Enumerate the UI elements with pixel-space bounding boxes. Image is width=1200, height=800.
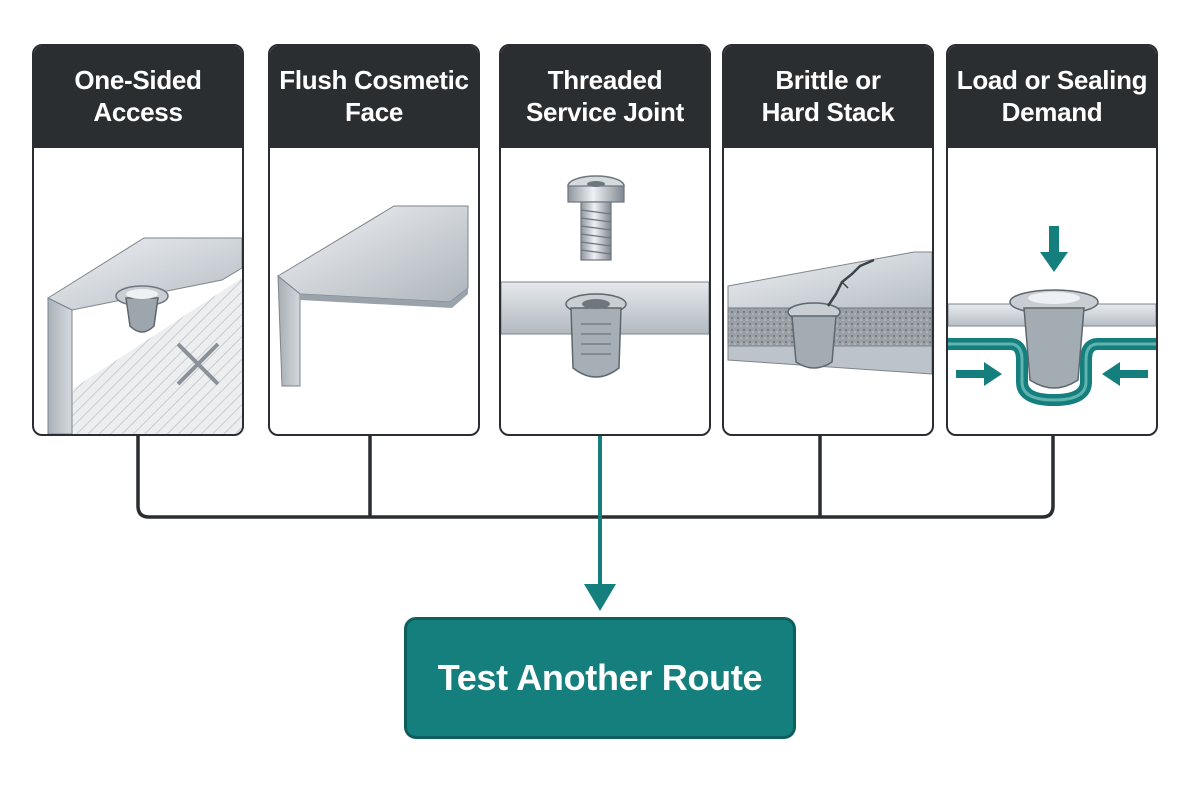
flush-cosmetic-face-illustration bbox=[277, 205, 469, 387]
card-title-line-2: Face bbox=[344, 97, 404, 127]
card-title-line-1: Threaded bbox=[547, 65, 663, 96]
card-title-line-1: Flush Cosmetic bbox=[279, 65, 469, 96]
card-brittle-hard-stack: Brittle or Hard Stack bbox=[722, 44, 934, 436]
brittle-hard-stack-illustration bbox=[727, 251, 932, 375]
test-another-route-button[interactable]: Test Another Route bbox=[404, 617, 796, 739]
card-header: One-Sided Access bbox=[34, 46, 242, 148]
card-threaded-service-joint: Threaded Service Joint bbox=[499, 44, 711, 436]
card-title-line-2: Service Joint bbox=[526, 97, 684, 127]
card-title-line-2: Access bbox=[93, 97, 183, 127]
card-header: Load or Sealing Demand bbox=[948, 46, 1156, 148]
load-sealing-demand-illustration bbox=[948, 226, 1156, 407]
card-title-line-1: Brittle or bbox=[775, 65, 881, 96]
card-one-sided-access: One-Sided Access bbox=[32, 44, 244, 436]
card-title-line-2: Demand bbox=[1001, 97, 1103, 127]
card-title-line-1: One-Sided bbox=[74, 65, 202, 96]
one-sided-access-illustration bbox=[46, 237, 242, 434]
card-header: Brittle or Hard Stack bbox=[724, 46, 932, 148]
card-header: Threaded Service Joint bbox=[501, 46, 709, 148]
arrowhead-down-icon bbox=[584, 584, 616, 611]
card-flush-cosmetic-face: Flush Cosmetic Face bbox=[268, 44, 480, 436]
card-title-line-1: Load or Sealing bbox=[956, 65, 1148, 96]
card-title-line-2: Hard Stack bbox=[761, 97, 895, 127]
connector-bus bbox=[136, 505, 1055, 519]
card-header: Flush Cosmetic Face bbox=[270, 46, 478, 148]
threaded-service-joint-illustration bbox=[501, 175, 709, 378]
card-load-sealing-demand: Load or Sealing Demand bbox=[946, 44, 1158, 436]
